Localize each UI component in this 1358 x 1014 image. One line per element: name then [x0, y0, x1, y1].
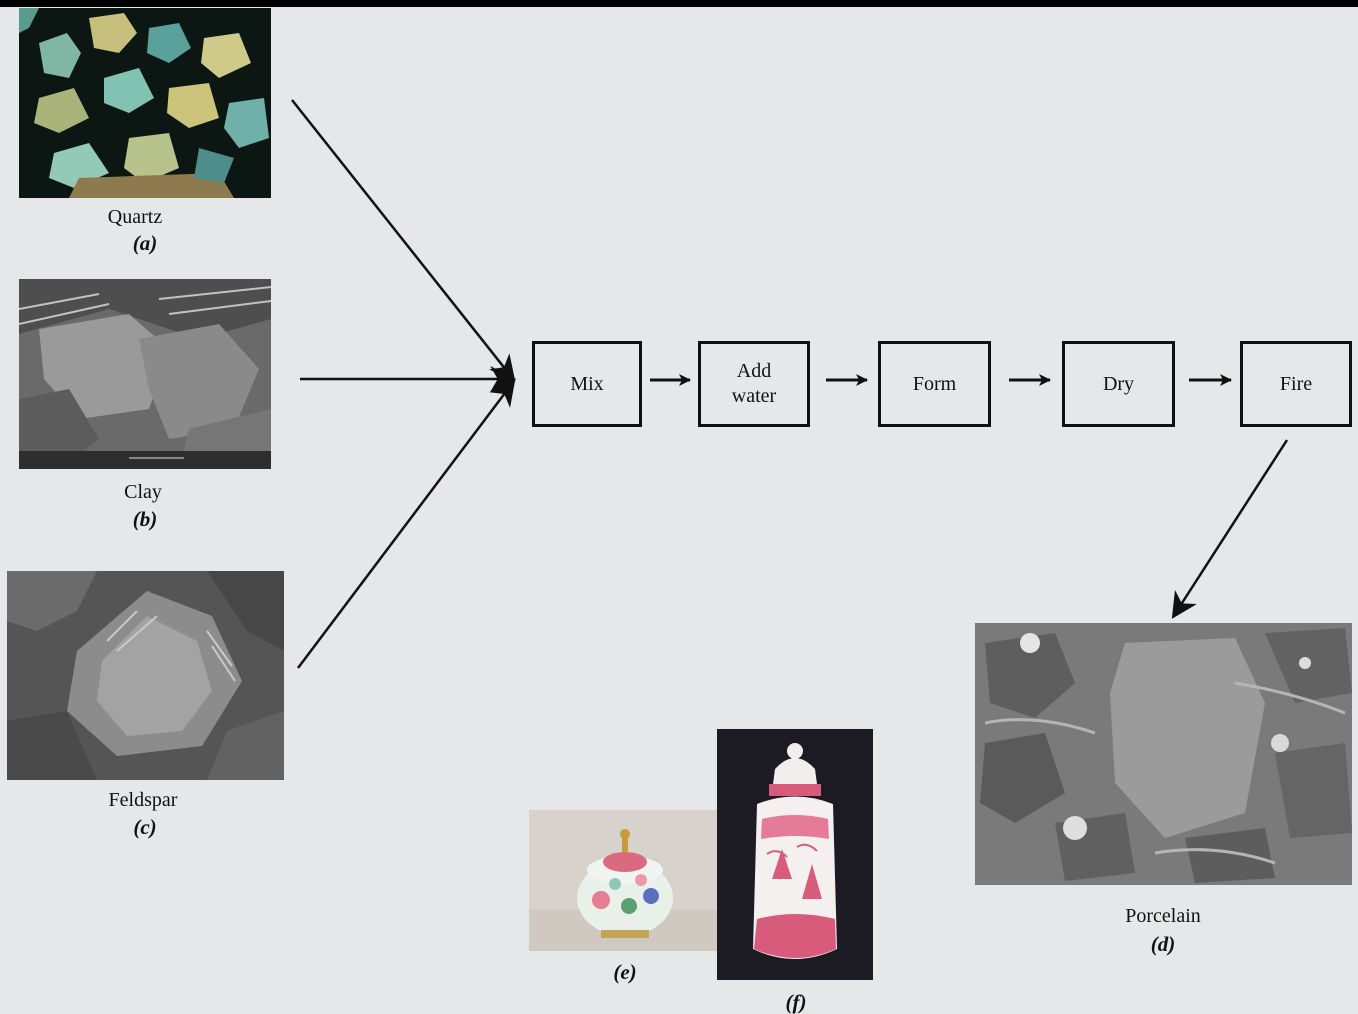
step-fire-label: Fire: [1279, 372, 1313, 395]
clay-label: Clay: [124, 481, 162, 503]
step-mix: Mix: [532, 341, 642, 427]
step-mix-label: Mix: [570, 372, 604, 395]
feldspar-label: Feldspar: [108, 789, 178, 811]
step-add-water-label: Add water: [731, 360, 777, 407]
clay-sem-image: [19, 279, 271, 469]
top-border: [0, 0, 1358, 7]
bowl-letter: (e): [613, 960, 637, 984]
arrow-feldspar-to-mix: [297, 379, 516, 669]
quartz-letter: (a): [132, 231, 158, 255]
step-add-water: Add water: [698, 341, 810, 427]
porcelain-sem-image: [975, 623, 1352, 885]
porcelain-label: Porcelain: [1125, 905, 1201, 927]
arrow-quartz-to-mix: [291, 99, 516, 382]
step-form: Form: [878, 341, 991, 427]
feldspar-letter: (c): [133, 815, 157, 839]
feldspar-sem-image: [7, 571, 284, 780]
step-dry-label: Dry: [1102, 372, 1135, 395]
step-form-label: Form: [912, 372, 957, 395]
porcelain-bowl-photo: [529, 810, 717, 951]
quartz-micrograph: [19, 8, 271, 198]
step-dry: Dry: [1062, 341, 1175, 427]
porcelain-letter: (d): [1150, 932, 1176, 956]
vase-letter: (f): [785, 990, 807, 1014]
quartz-label: Quartz: [107, 206, 163, 228]
arrow-fire-to-porcelain: [1171, 439, 1289, 619]
step-fire: Fire: [1240, 341, 1352, 427]
porcelain-vase-photo: [717, 729, 873, 980]
clay-letter: (b): [132, 507, 158, 531]
